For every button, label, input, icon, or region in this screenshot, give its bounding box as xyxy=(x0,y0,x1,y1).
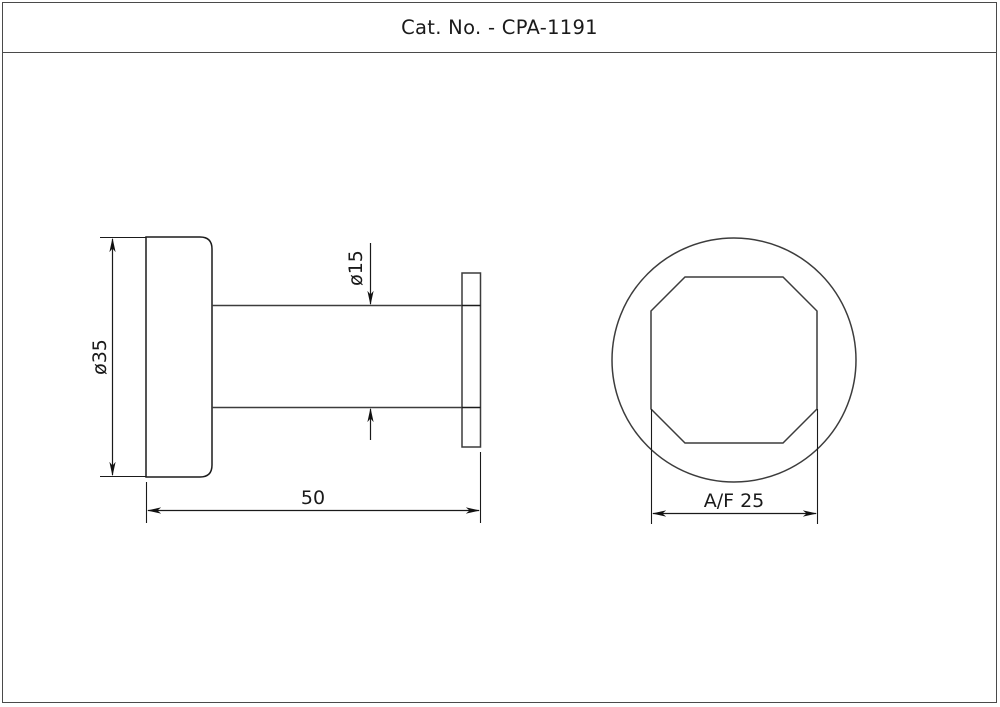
page-title: Cat. No. - CPA-1191 xyxy=(401,16,598,39)
title-block: Cat. No. - CPA-1191 xyxy=(3,3,996,53)
octagon-profile xyxy=(650,276,818,444)
end-elevation-view xyxy=(611,237,857,483)
dimension-label-overall-length: 50 xyxy=(301,487,325,509)
dimension-shaft-diameter: ø15 xyxy=(345,243,374,440)
dimension-overall-length: 50 xyxy=(145,452,482,523)
dimension-label-flange-diameter: ø35 xyxy=(89,339,111,375)
nut-profile xyxy=(461,272,482,448)
side-elevation-view xyxy=(145,236,482,478)
dimension-flange-diameter: ø35 xyxy=(89,236,146,478)
dimension-label-shaft-diameter: ø15 xyxy=(345,250,367,286)
flange-profile xyxy=(145,236,213,478)
dimension-label-across-flats: A/F 25 xyxy=(704,490,765,512)
outer-circle xyxy=(611,237,857,483)
dimension-across-flats: A/F 25 xyxy=(650,409,819,524)
